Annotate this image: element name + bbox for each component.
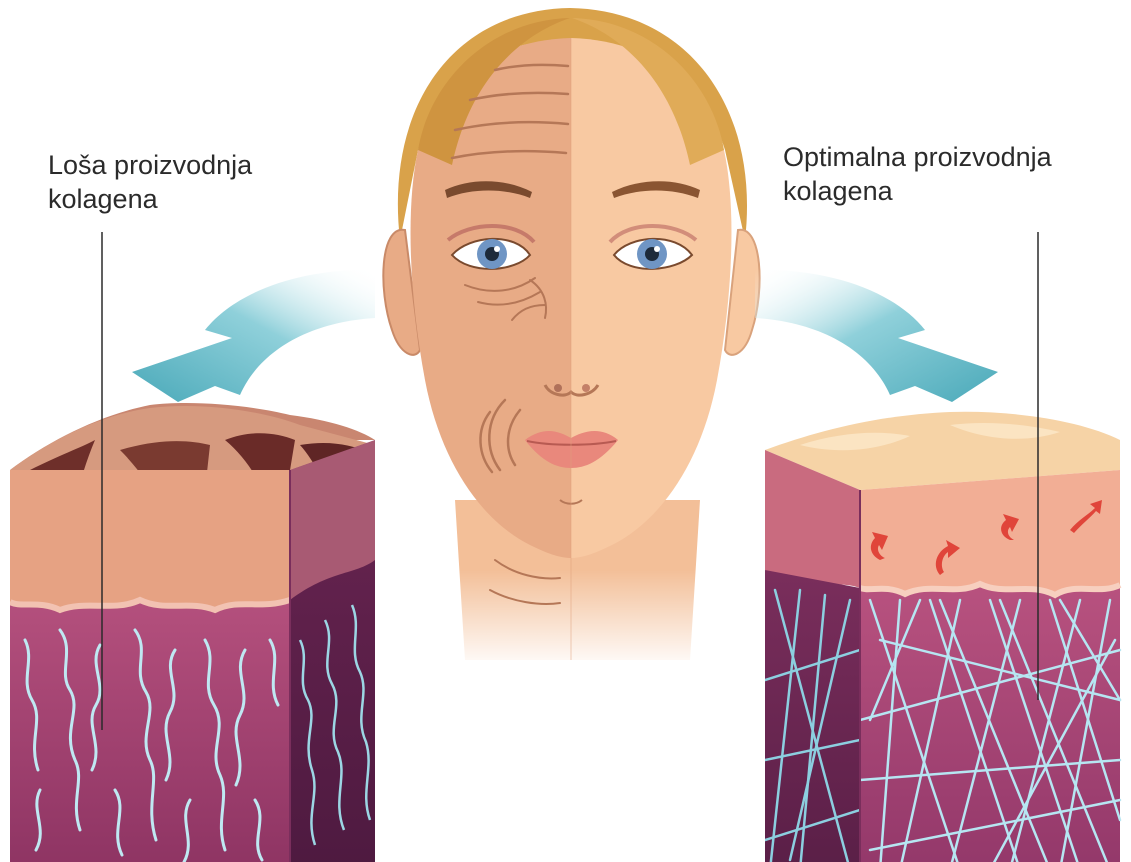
face-illustration xyxy=(383,8,759,670)
label-poor-collagen: Loša proizvodnja kolagena xyxy=(48,148,252,216)
label-optimal-collagen: Optimalna proizvodnja kolagena xyxy=(783,140,1052,208)
skin-block-poor-collagen xyxy=(10,403,375,862)
label-optimal-collagen-line2: kolagena xyxy=(783,174,1052,208)
label-poor-collagen-line2: kolagena xyxy=(48,182,252,216)
skin-block-optimal-collagen xyxy=(765,412,1120,862)
curved-arrow-down-left-icon xyxy=(120,270,375,402)
label-poor-collagen-line1: Loša proizvodnja xyxy=(48,148,252,182)
curved-arrow-down-right-icon xyxy=(755,270,998,402)
label-optimal-collagen-line1: Optimalna proizvodnja xyxy=(783,140,1052,174)
